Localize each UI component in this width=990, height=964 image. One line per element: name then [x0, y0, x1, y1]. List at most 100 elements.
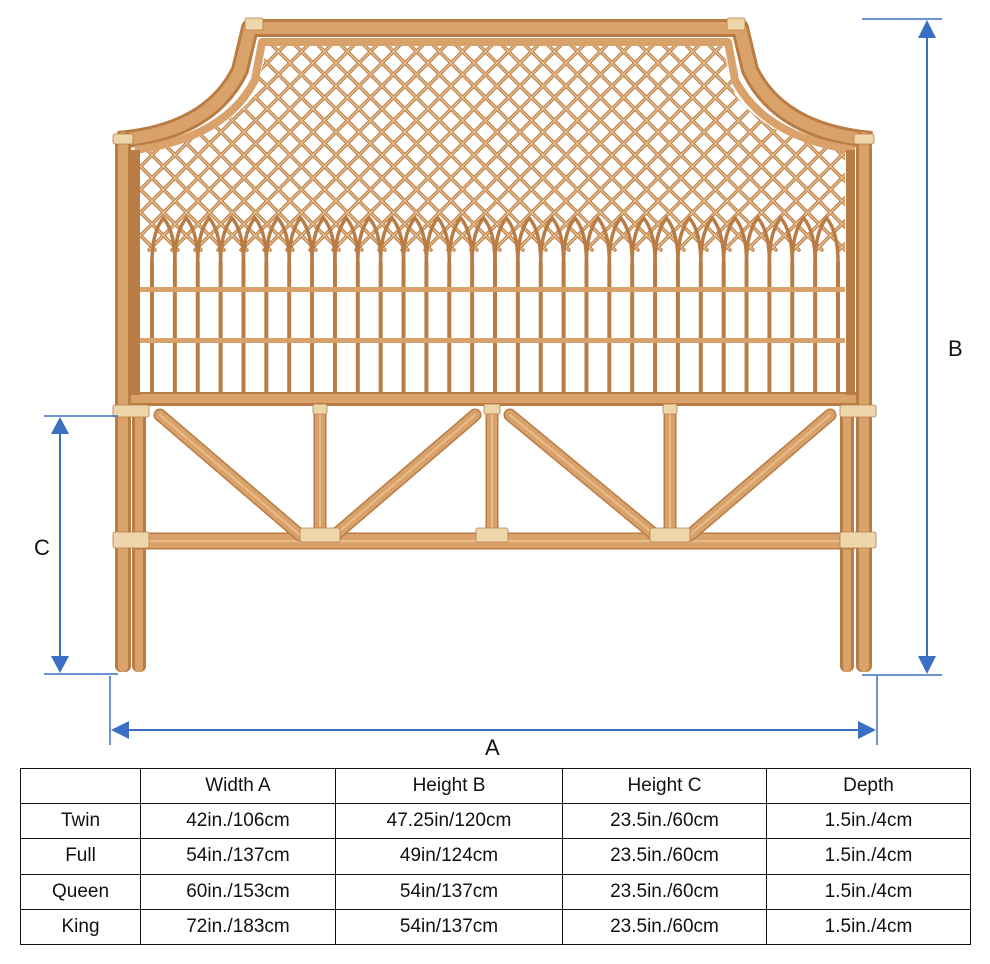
lattice-strand: [911, 40, 990, 250]
headboard-illustration: [0, 17, 990, 672]
lattice-strand: [309, 45, 521, 251]
height-c-value: 23.5in./60cm: [562, 838, 767, 875]
lattice-strand: [0, 40, 40, 250]
height-c-value: 23.5in./60cm: [562, 802, 767, 840]
gothic-arch: [401, 215, 429, 263]
table-row: Queen 60in./153cm 54in/137cm 23.5in./60c…: [20, 873, 971, 910]
width-a-value: 60in./153cm: [140, 873, 336, 910]
binding-wrap: [112, 133, 134, 145]
gothic-arch: [424, 215, 452, 263]
gothic-arch: [584, 215, 612, 263]
brace-highlight: [689, 414, 831, 536]
lattice-strand: [0, 40, 60, 250]
lattice-strand: [171, 45, 383, 251]
lattice-strand: [0, 40, 83, 250]
table-row: King 72in./183cm 54in/137cm 23.5in./60cm…: [20, 908, 971, 946]
binding-wrap: [244, 17, 264, 31]
binding-wrap: [662, 403, 678, 415]
lower-frame: [129, 403, 861, 550]
lattice-strand: [931, 40, 990, 250]
lattice-strand: [0, 40, 63, 250]
lattice-strand: [140, 45, 294, 251]
lattice-strand: [769, 45, 845, 251]
lattice-strand: [140, 45, 314, 251]
gothic-arch: [561, 215, 589, 263]
lattice-strand: [286, 45, 498, 251]
lattice-strand: [0, 40, 86, 250]
lattice-strand: [194, 45, 406, 251]
gothic-arch: [767, 215, 795, 263]
lattice-strand: [0, 40, 37, 250]
header-size: [20, 768, 141, 804]
lattice-strand: [792, 45, 845, 251]
dimension-c: C: [34, 415, 118, 675]
lattice-highlight: [0, 40, 990, 251]
lattice-strand: [954, 40, 990, 250]
gothic-arch: [630, 215, 657, 263]
lattice-strand: [401, 45, 613, 251]
lattice-strand: [0, 40, 17, 250]
lattice-strand: [0, 40, 106, 250]
table-header-row: Width A Height B Height C Depth: [20, 768, 971, 804]
header-depth: Depth: [766, 768, 971, 804]
brace-highlight: [509, 414, 656, 536]
gothic-arch: [790, 215, 817, 263]
table-row: Full 54in./137cm 49in/124cm 23.5in./60cm…: [20, 838, 971, 875]
binding-wrap: [483, 403, 501, 415]
left-post-inner-frame: [131, 150, 140, 395]
lattice-strand: [911, 40, 990, 250]
gothic-arch: [493, 215, 520, 263]
height-c-value: 23.5in./60cm: [562, 873, 767, 910]
gothic-arch: [264, 215, 291, 263]
lattice-strand: [0, 40, 83, 250]
size-name: Queen: [20, 873, 141, 910]
lattice-crossbar-upper: [140, 287, 845, 292]
lattice-strand: [0, 40, 132, 250]
height-c-value: 23.5in./60cm: [562, 908, 767, 946]
depth-value: 1.5in./4cm: [766, 838, 971, 875]
binding-wrap: [312, 403, 328, 415]
width-a-value: 54in./137cm: [140, 838, 336, 875]
lattice-strand: [140, 45, 202, 251]
gothic-arch: [287, 215, 314, 263]
gothic-arch: [173, 215, 200, 263]
header-width-a: Width A: [140, 768, 336, 804]
gothic-arch: [241, 215, 269, 263]
lattice-strand: [0, 40, 37, 250]
depth-value: 1.5in./4cm: [766, 873, 971, 910]
lattice-strand: [240, 45, 452, 251]
dimension-c-label: C: [34, 535, 50, 560]
binding-wrap: [299, 527, 341, 543]
gothic-arch: [676, 215, 703, 263]
lattice-strand: [0, 40, 132, 250]
lattice-strand: [332, 45, 544, 251]
width-a-value: 42in./106cm: [140, 802, 336, 840]
lattice-strand: [954, 40, 990, 250]
right-post-inner-frame: [846, 150, 855, 395]
binding-wrap: [112, 531, 150, 549]
brace-highlight: [334, 414, 476, 536]
lattice-strand: [217, 45, 429, 251]
gothic-arch: [516, 215, 543, 263]
lattice-strand: [0, 40, 60, 250]
gothic-arch: [378, 215, 406, 263]
binding-wrap: [726, 17, 746, 31]
lattice-strand: [0, 40, 63, 250]
height-b-value: 47.25in/120cm: [335, 802, 563, 840]
lattice-strand: [677, 45, 845, 251]
lattice-strand: [355, 45, 567, 251]
binding-wrap: [853, 133, 875, 145]
dimension-b: B: [862, 18, 963, 676]
lattice-strand: [140, 45, 225, 251]
lattice-strand: [980, 40, 990, 250]
lattice-strand: [934, 40, 990, 250]
size-name: Full: [20, 838, 141, 875]
header-height-b: Height B: [335, 768, 563, 804]
lattice-strand: [378, 45, 590, 251]
headboard-dimension-diagram: B C A: [0, 17, 990, 760]
binding-wrap: [112, 404, 150, 418]
lattice-strand: [885, 40, 990, 250]
dimension-a: A: [109, 676, 878, 760]
gothic-arch: [447, 215, 474, 263]
height-b-value: 54in/137cm: [335, 908, 563, 946]
